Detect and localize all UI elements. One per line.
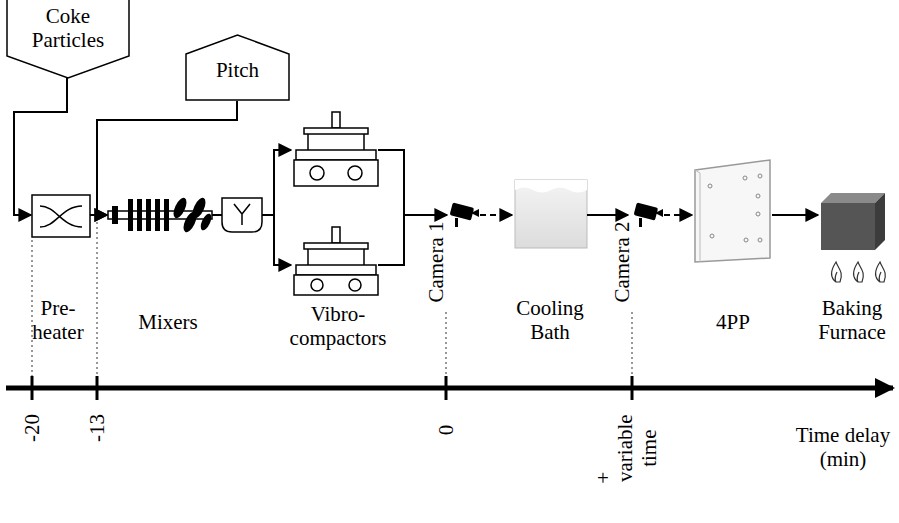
bath-water-surface bbox=[515, 180, 587, 193]
stage-label: Cooling Bath bbox=[509, 296, 591, 344]
flow-line bbox=[212, 214, 222, 216]
cooling-bath bbox=[515, 180, 587, 248]
tank-shape: Pitch bbox=[185, 34, 290, 101]
time-axis bbox=[6, 386, 893, 391]
time-value: variable time bbox=[613, 409, 661, 487]
stage-label: 4PP bbox=[703, 310, 763, 334]
node-text: Coke Particles bbox=[13, 4, 123, 52]
stage-label: Vibro- compactors bbox=[283, 302, 393, 350]
4pp-probe-marks bbox=[708, 174, 762, 242]
stage-label: Mixers bbox=[123, 310, 213, 334]
dashed-arrow bbox=[664, 214, 692, 216]
pitch-feed-line bbox=[97, 101, 237, 215]
preheater-symbol bbox=[40, 206, 82, 227]
mixer-symbol bbox=[108, 196, 213, 234]
splitter-box bbox=[222, 198, 262, 232]
flow-arrow bbox=[587, 214, 628, 216]
stage-label: Baking Furnace bbox=[810, 296, 894, 344]
flame-symbols bbox=[831, 262, 885, 282]
merge-line bbox=[378, 150, 404, 265]
camera-label: Camera 1 bbox=[425, 221, 449, 302]
4pp-panel bbox=[695, 160, 770, 262]
hopper-shape: Coke Particles bbox=[6, 0, 130, 80]
flow-arrow bbox=[280, 149, 291, 151]
axis-ticks bbox=[32, 376, 632, 400]
time-guide-lines bbox=[32, 222, 632, 376]
camera-label: Camera 2 bbox=[611, 221, 635, 302]
camera-icon bbox=[634, 202, 663, 227]
flow-arrow bbox=[772, 214, 818, 216]
splitter-symbol bbox=[234, 204, 250, 225]
dashed-arrow bbox=[480, 214, 512, 216]
4pp-panel-edge bbox=[695, 170, 700, 262]
split-line bbox=[262, 150, 291, 265]
node-text: Pitch bbox=[190, 58, 285, 82]
camera-icon bbox=[450, 202, 479, 227]
preheater-box bbox=[32, 195, 90, 237]
axis-title: Time delay (min) bbox=[793, 423, 893, 471]
vibrocompactor-symbol bbox=[294, 227, 378, 295]
flow-arrow bbox=[280, 264, 291, 266]
flow-arrow bbox=[404, 214, 447, 216]
time-value: -20 bbox=[20, 414, 44, 442]
furnace-symbol bbox=[821, 193, 885, 250]
time-value: -13 bbox=[85, 414, 109, 442]
vibrocompactor-symbol bbox=[294, 112, 378, 186]
time-value: 0 bbox=[434, 425, 458, 436]
time-value: + bbox=[597, 466, 609, 490]
stage-label: Pre- heater bbox=[26, 296, 90, 344]
flow-arrow bbox=[90, 214, 107, 216]
